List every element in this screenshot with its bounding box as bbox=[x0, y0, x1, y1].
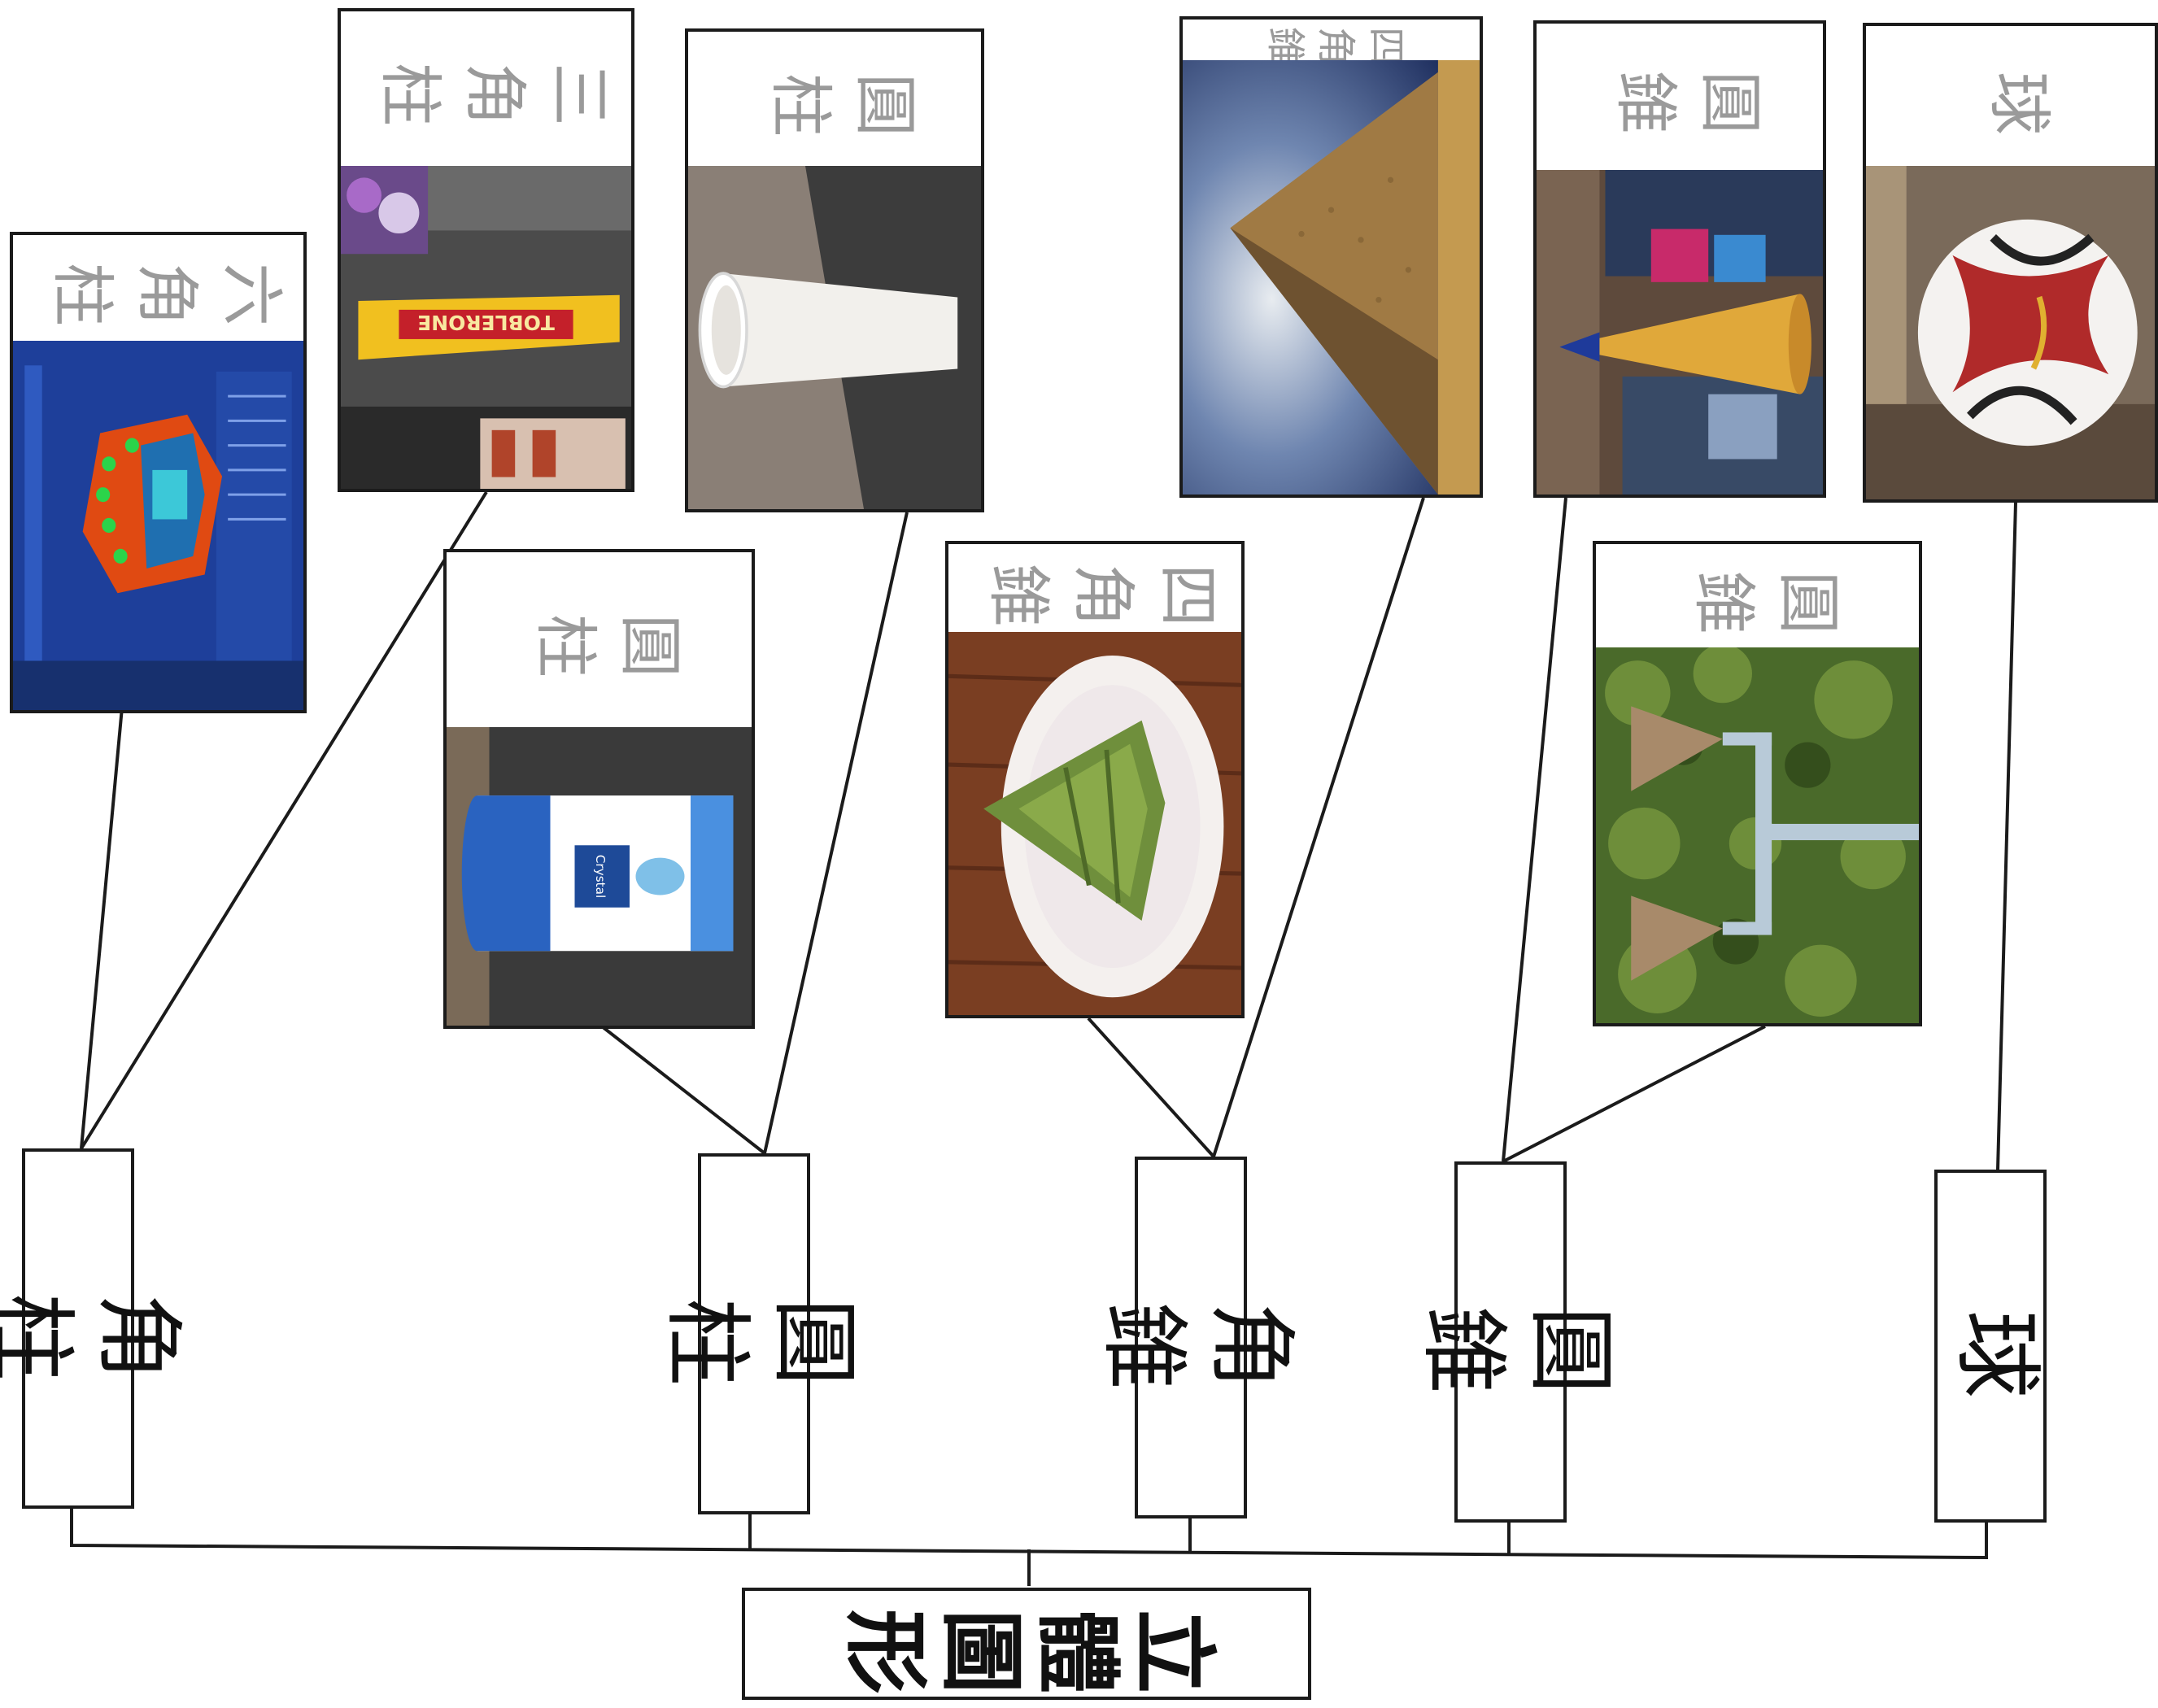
soccer-ball-photo bbox=[1866, 166, 2155, 499]
brand-text: TOBLERONE bbox=[417, 311, 555, 334]
handwritten-label: 圓錐 bbox=[1672, 560, 1842, 634]
category-cylinder-label: 圓柱 bbox=[647, 1283, 861, 1385]
example-card-pyramid: 四角錐 bbox=[1179, 16, 1483, 498]
cone-toy-photo bbox=[1537, 170, 1823, 495]
category-cone-label: 圓錐 bbox=[1403, 1292, 1618, 1393]
category-sphere-label: 球 bbox=[1937, 1296, 2044, 1397]
toblerone-photo: TOBLERONE bbox=[341, 166, 631, 489]
handwritten-label: 四角錐 bbox=[1255, 19, 1407, 65]
example-card-lamp-post: 圓錐 bbox=[1593, 541, 1922, 1026]
handwritten-label: 球 bbox=[1968, 60, 2053, 134]
handwritten-label: 圓柱 bbox=[514, 603, 684, 677]
example-card-cone-toy: 圓錐 bbox=[1533, 20, 1826, 498]
hexagonal-box-photo bbox=[13, 341, 303, 710]
category-cone: 圓錐 bbox=[1403, 1161, 1618, 1523]
category-cylinder: 圓柱 bbox=[647, 1153, 861, 1514]
example-card-paper-cup: 圓柱 bbox=[685, 28, 984, 512]
example-card-zongzi: 四角錐 bbox=[945, 541, 1245, 1018]
example-card-drink-cup: 圓柱 Crystal bbox=[443, 549, 755, 1029]
handwritten-label: 六角柱 bbox=[31, 252, 286, 325]
category-sphere: 球 bbox=[1934, 1170, 2047, 1523]
lamp-post-photo bbox=[1596, 647, 1919, 1023]
handwritten-label: 圓錐 bbox=[1595, 60, 1764, 133]
root-label: 立體圖形 bbox=[835, 1594, 1219, 1694]
category-prism-label: 角柱 bbox=[0, 1278, 185, 1380]
category-prism: 角柱 bbox=[0, 1148, 185, 1509]
category-pyramid: 角錐 bbox=[1083, 1157, 1298, 1518]
zongzi-photo bbox=[948, 632, 1241, 1015]
brand-text: Crystal bbox=[593, 855, 608, 899]
example-card-hexagonal-prism: 六角柱 bbox=[10, 232, 307, 713]
pyramid-photo bbox=[1183, 60, 1480, 495]
drink-cup-photo: Crystal bbox=[447, 727, 752, 1026]
handwritten-label: 四角錐 bbox=[968, 553, 1222, 626]
handwritten-label: 三角柱 bbox=[359, 52, 613, 125]
paper-cup-photo bbox=[688, 166, 981, 509]
example-card-triangular-prism: 三角柱 TOBLERONE bbox=[338, 8, 634, 492]
handwritten-label: 圓柱 bbox=[750, 62, 919, 136]
root-node: 立體圖形 bbox=[742, 1588, 1311, 1700]
category-pyramid-label: 角錐 bbox=[1083, 1287, 1298, 1389]
example-card-soccer-ball: 球 bbox=[1863, 23, 2158, 503]
